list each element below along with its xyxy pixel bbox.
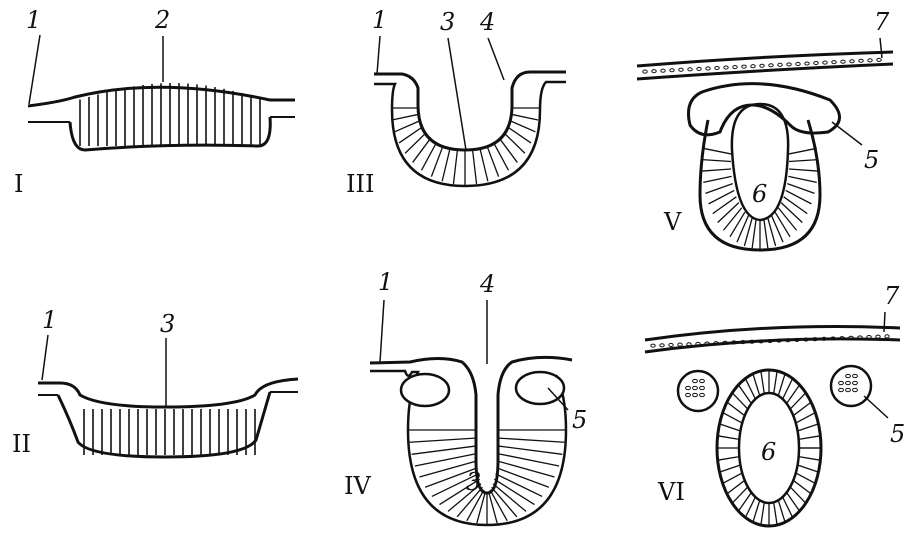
stage-label-ii: II (12, 430, 31, 458)
panel-vi-separated-tube: 7 5 6 VI (645, 282, 905, 526)
label-ectoderm: 1 (378, 268, 393, 296)
stage-label-iv: IV (344, 472, 371, 500)
stage-label-v: V (663, 208, 682, 236)
panel-v-neural-tube: 7 5 6 V (637, 8, 893, 250)
label-ectoderm: 7 (884, 282, 900, 310)
label-ectoderm: 1 (42, 306, 57, 334)
neural-crest-cells (401, 372, 564, 406)
panel-iv-closing-tube: 1 4 5 3 IV (344, 268, 587, 525)
label-ectoderm: 1 (26, 6, 41, 34)
panel-ii-neural-groove: 1 3 II (12, 306, 298, 458)
label-neural-crest: 5 (572, 406, 587, 434)
stage-label-iii: III (346, 170, 374, 198)
stage-label-i: I (14, 170, 23, 198)
label-neural-fold: 4 (479, 8, 495, 36)
label-ectoderm: 7 (874, 8, 890, 36)
neural-crest-cluster (831, 366, 871, 406)
label-neural-plate: 2 (154, 6, 170, 34)
label-neural-tube-lumen: 6 (761, 438, 776, 466)
neural-crest-cluster (678, 371, 718, 411)
label-neural-groove: 3 (440, 8, 455, 36)
label-neural-fold: 4 (479, 270, 495, 298)
panel-i-neural-plate: 1 2 I (14, 6, 295, 198)
label-ectoderm: 1 (372, 6, 387, 34)
label-neural-groove: 3 (466, 468, 481, 496)
label-neural-groove: 3 (160, 310, 175, 338)
label-neural-crest: 5 (890, 420, 905, 448)
label-neural-tube-lumen: 6 (752, 180, 767, 208)
stage-label-vi: VI (657, 478, 685, 506)
label-neural-crest: 5 (864, 146, 879, 174)
panel-iii-deep-groove: 1 3 4 III (346, 6, 566, 198)
